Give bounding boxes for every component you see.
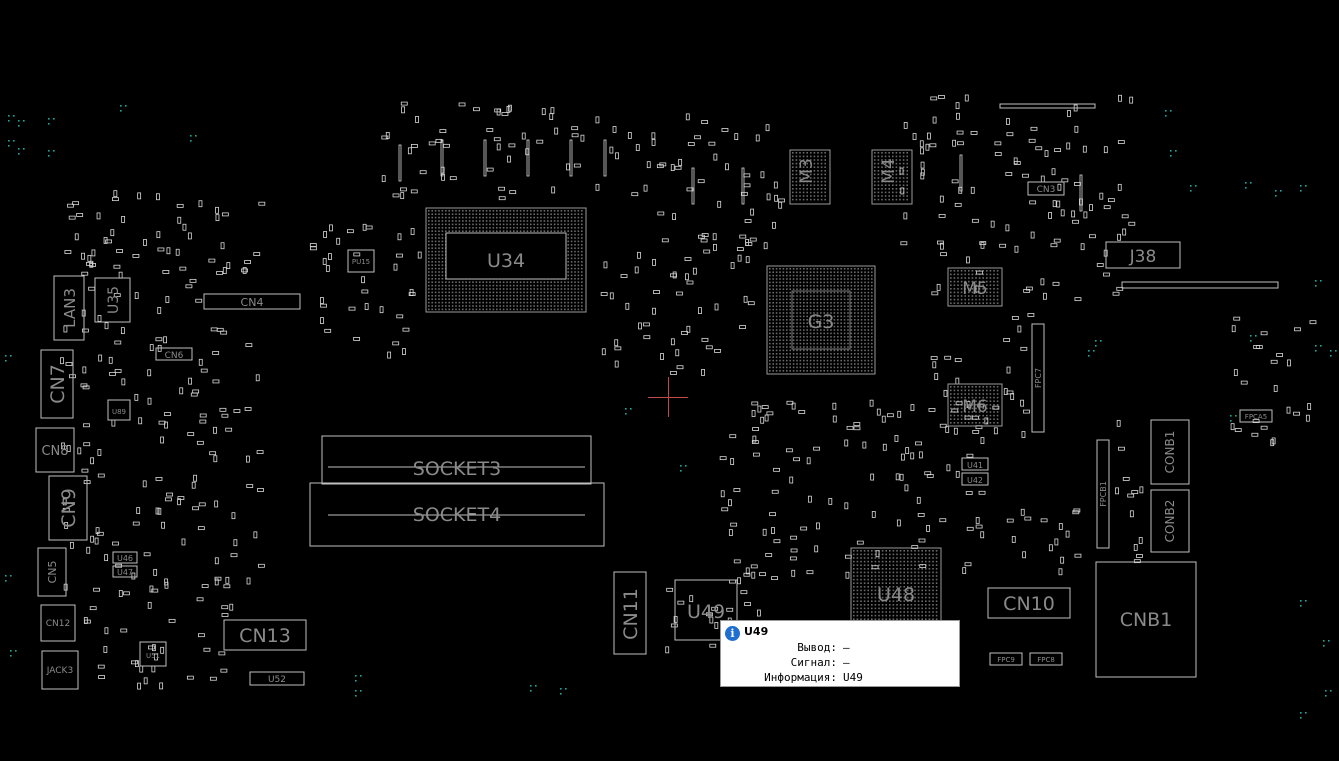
tooltip-value: U49: [843, 671, 863, 684]
tooltip-key: Сигнал:: [790, 656, 837, 669]
component-FPC8[interactable]: FPC8: [1029, 652, 1063, 666]
label-CN7: CN7: [47, 364, 69, 404]
label-U34: U34: [487, 250, 525, 272]
component-U49[interactable]: U49: [674, 579, 738, 641]
tooltip-value: —: [843, 656, 850, 669]
component-M5[interactable]: M5: [947, 267, 1003, 307]
label-FPC9: FPC9: [997, 656, 1015, 664]
component-U51[interactable]: U51: [139, 641, 167, 667]
label-CN11: CN11: [620, 588, 642, 640]
label-U42: U42: [967, 476, 983, 485]
component-CN11[interactable]: CN11: [613, 571, 647, 655]
label-SOCKET3: SOCKET3: [413, 458, 501, 480]
component-info-tooltip: i U49 Вывод: — Сигнал: — Информация: U49: [720, 620, 960, 687]
component-CN13[interactable]: CN13: [223, 619, 307, 651]
tooltip-row: Информация: U49: [721, 671, 961, 685]
tooltip-key: Вывод:: [797, 641, 837, 654]
label-U46: U46: [117, 554, 133, 563]
info-icon: i: [725, 626, 740, 641]
component-M4[interactable]: M4: [871, 149, 913, 205]
component-CONB2[interactable]: CONB2: [1150, 489, 1190, 553]
label-M3: M3: [797, 158, 817, 183]
label-U52: U52: [268, 675, 286, 685]
component-U34[interactable]: U34: [425, 207, 587, 313]
label-M6: M6: [962, 397, 987, 417]
label-G3: G3: [808, 311, 835, 333]
component-JACK3[interactable]: JACK3: [41, 650, 79, 690]
component-SOCKET3[interactable]: SOCKET3: [321, 435, 592, 485]
crosshair-cursor: [668, 377, 669, 417]
label-CN13: CN13: [239, 625, 291, 647]
label-CONB2: CONB2: [1163, 500, 1177, 543]
label-CNB1: CNB1: [1120, 609, 1173, 631]
component-U42[interactable]: U42: [961, 472, 989, 486]
label-CN9: CN9: [58, 488, 80, 528]
label-FPCB1: FPCB1: [1099, 481, 1108, 507]
component-LAN3[interactable]: LAN3: [53, 275, 85, 341]
label-U47: U47: [117, 568, 133, 577]
component-CN5[interactable]: CN5: [37, 547, 67, 597]
tooltip-row: Сигнал: —: [721, 656, 961, 670]
tooltip-key: Информация:: [764, 671, 837, 684]
label-M4: M4: [879, 158, 899, 183]
component-U35[interactable]: U35: [94, 277, 131, 323]
label-CN8: CN8: [41, 444, 68, 459]
component-CN3[interactable]: CN3: [1027, 181, 1065, 196]
component-CN4[interactable]: CN4: [203, 293, 301, 310]
component-CN10[interactable]: CN10: [987, 587, 1071, 619]
tooltip-row: Вывод: —: [721, 641, 961, 655]
tooltip-title: U49: [744, 624, 769, 638]
label-FPCA5: FPCA5: [1245, 413, 1267, 421]
label-CN12: CN12: [46, 619, 70, 629]
component-FPC9[interactable]: FPC9: [989, 652, 1023, 666]
label-SOCKET4: SOCKET4: [413, 504, 501, 526]
component-FPC7[interactable]: FPC7: [1031, 323, 1045, 433]
label-U49: U49: [687, 601, 725, 623]
label-CN5: CN5: [46, 561, 59, 584]
label-CONB1: CONB1: [1163, 431, 1177, 474]
label-U51: U51: [146, 652, 160, 660]
label-LAN3: LAN3: [61, 288, 79, 328]
connector-strip: [999, 103, 1096, 109]
component-U48[interactable]: U48: [850, 547, 942, 623]
component-CNB1[interactable]: CNB1: [1095, 561, 1197, 678]
label-U89: U89: [112, 408, 126, 416]
label-CN4: CN4: [241, 296, 264, 309]
component-CN7[interactable]: CN7: [40, 349, 74, 419]
label-CN3: CN3: [1037, 185, 1056, 195]
label-U48: U48: [877, 584, 915, 606]
label-PU15: PU15: [352, 258, 370, 266]
label-FPC8: FPC8: [1037, 656, 1055, 664]
component-U89[interactable]: U89: [107, 399, 131, 421]
tooltip-value: —: [843, 641, 850, 654]
component-CN8[interactable]: CN8: [35, 427, 75, 473]
component-FPCA5[interactable]: FPCA5: [1239, 409, 1273, 423]
label-U35: U35: [106, 286, 122, 314]
component-PU15[interactable]: PU15: [347, 249, 375, 273]
component-J38[interactable]: J38: [1105, 241, 1181, 269]
component-M3[interactable]: M3: [789, 149, 831, 205]
label-FPC7: FPC7: [1034, 368, 1043, 388]
label-JACK3: JACK3: [46, 666, 73, 676]
component-U46[interactable]: U46: [112, 551, 138, 564]
label-U41: U41: [967, 461, 983, 470]
component-M6[interactable]: M6: [947, 383, 1003, 427]
label-J38: J38: [1129, 247, 1157, 267]
component-U41[interactable]: U41: [961, 457, 989, 471]
label-CN6: CN6: [165, 351, 184, 361]
component-CN12[interactable]: CN12: [40, 604, 76, 642]
component-CN6[interactable]: CN6: [155, 347, 193, 361]
component-G3[interactable]: G3: [766, 265, 876, 375]
component-U52[interactable]: U52: [249, 671, 305, 686]
component-SOCKET4[interactable]: SOCKET4: [309, 482, 605, 547]
tooltip-header: i U49: [725, 623, 768, 641]
component-FPCB1[interactable]: FPCB1: [1096, 439, 1110, 549]
connector-strip: [1121, 281, 1279, 289]
component-U47[interactable]: U47: [112, 565, 138, 578]
label-M5: M5: [962, 279, 987, 299]
label-CN10: CN10: [1003, 593, 1055, 615]
component-CONB1[interactable]: CONB1: [1150, 419, 1190, 485]
component-CN9[interactable]: CN9: [48, 475, 88, 541]
